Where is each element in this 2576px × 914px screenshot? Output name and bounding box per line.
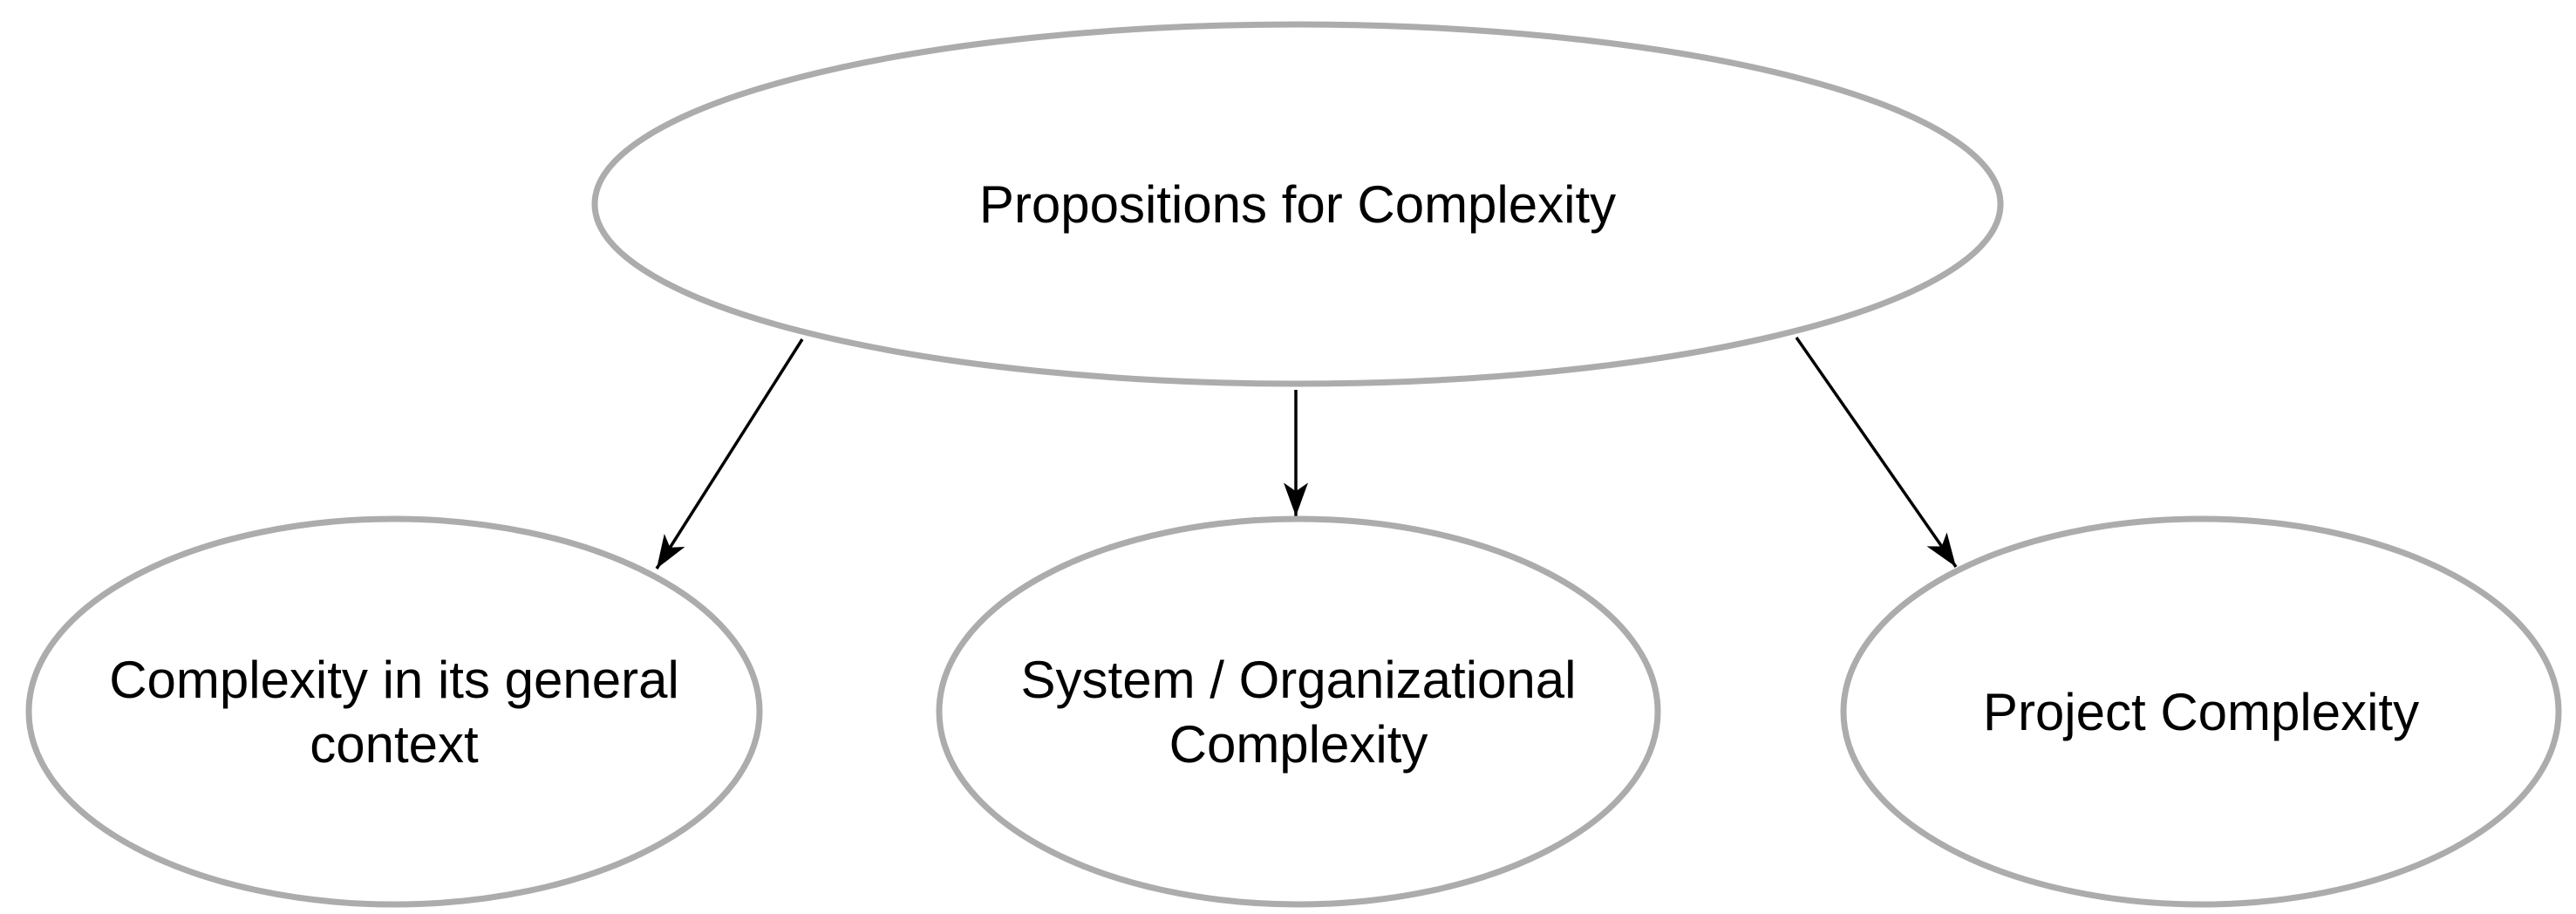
- edges-layer: [655, 337, 1958, 570]
- node-ellipse-general: [25, 515, 763, 908]
- node-root: Propositions for Complexity: [591, 21, 2004, 387]
- node-label-line: Propositions for Complexity: [979, 175, 1616, 234]
- node-label-general: Complexity in its general context: [109, 651, 679, 774]
- edge-root-project: [1795, 337, 1958, 568]
- edge-root-general: [655, 338, 804, 570]
- node-label-line: System / Organizational: [1021, 651, 1577, 709]
- node-general: Complexity in its general context: [25, 515, 763, 908]
- node-ellipse-root: [591, 21, 2004, 387]
- node-ellipse-system: [936, 515, 1661, 908]
- node-project: Project Complexity: [1840, 515, 2562, 908]
- node-ellipse-project: [1840, 515, 2562, 908]
- node-label-line: Complexity in its general: [109, 651, 679, 709]
- node-label-line: context: [310, 715, 479, 774]
- node-label-project: Project Complexity: [1983, 683, 2419, 741]
- node-label-line: Project Complexity: [1983, 683, 2419, 741]
- node-label-line: Complexity: [1169, 715, 1428, 774]
- node-label-root: Propositions for Complexity: [979, 175, 1616, 234]
